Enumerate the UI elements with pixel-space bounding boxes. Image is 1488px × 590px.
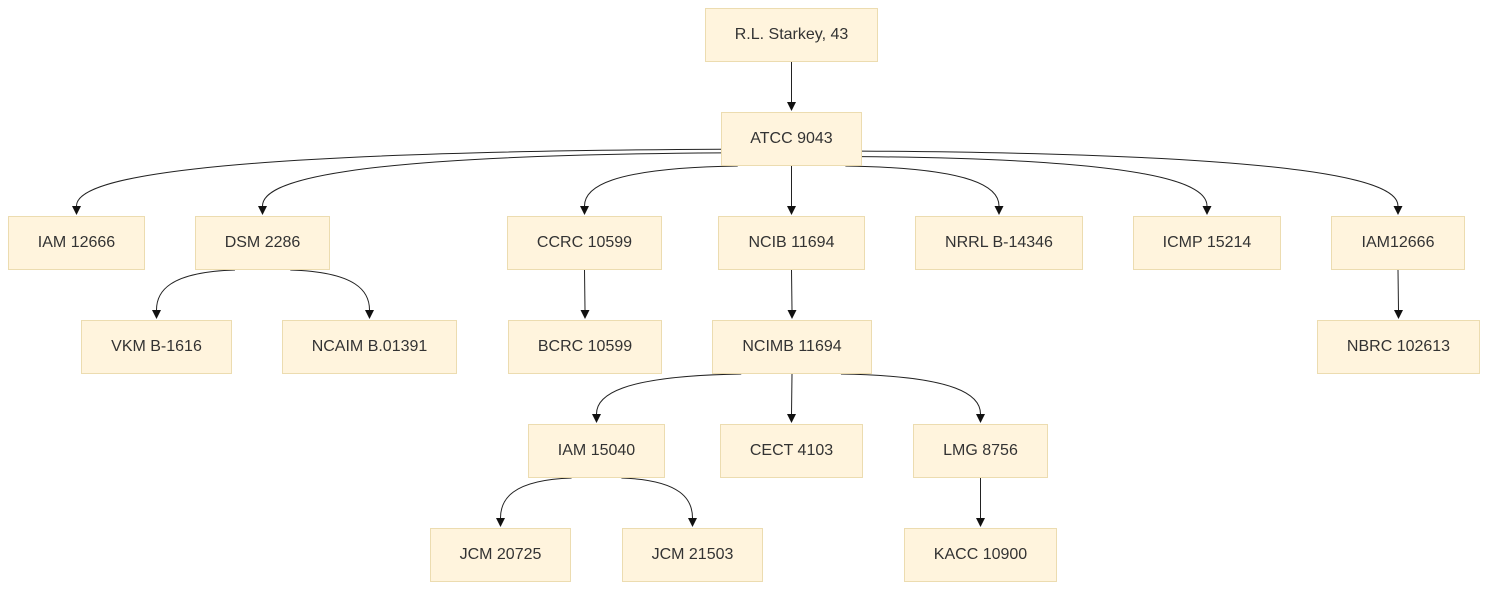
- node-kacc-10900: KACC 10900: [904, 528, 1057, 582]
- arrowhead-dsm: [258, 206, 267, 215]
- node-icmp-15214: ICMP 15214: [1133, 216, 1281, 270]
- arrowhead-lmg: [976, 414, 985, 423]
- node-jcm-21503: JCM 21503: [622, 528, 763, 582]
- edge-ncib-to-ncimb: [791, 269, 793, 311]
- arrowhead-jcm20725: [496, 518, 505, 527]
- node-ncimb-11694: NCIMB 11694: [712, 320, 872, 374]
- node-jcm-20725: JCM 20725: [430, 528, 571, 582]
- node-bcrc-10599: BCRC 10599: [508, 320, 662, 374]
- edge-ncimb-to-cect: [791, 373, 793, 415]
- edge-atcc-to-nrrl: [845, 165, 1000, 207]
- arrowhead-nrrl: [994, 206, 1004, 215]
- node-iam-15040: IAM 15040: [528, 424, 665, 478]
- edge-atcc-to-iam12666: [76, 148, 722, 207]
- node-ncaim-b-01391: NCAIM B.01391: [282, 320, 457, 374]
- node-iam12666: IAM12666: [1331, 216, 1465, 270]
- edge-ncimb-to-lmg: [840, 373, 981, 415]
- arrowhead-ccrc: [580, 206, 589, 215]
- arrowhead-atcc: [787, 102, 796, 111]
- edge-iam12666b-to-nbrc: [1397, 269, 1399, 311]
- edge-atcc-to-dsm: [262, 152, 722, 207]
- arrowhead-jcm21503: [688, 518, 697, 527]
- edge-atcc-to-icmp: [861, 156, 1208, 207]
- arrowhead-iam12666b: [1393, 206, 1403, 215]
- edge-ccrc-to-bcrc: [584, 269, 586, 311]
- edge-atcc-to-iam12666b: [861, 150, 1399, 207]
- node-lmg-8756: LMG 8756: [913, 424, 1048, 478]
- arrowhead-iam12666: [72, 206, 81, 215]
- arrowhead-ncimb: [787, 310, 797, 319]
- arrowhead-vkm: [152, 310, 161, 319]
- node-cect-4103: CECT 4103: [720, 424, 863, 478]
- arrowhead-iam15040: [592, 414, 601, 423]
- edge-dsm-to-vkm: [156, 269, 235, 311]
- edge-dsm-to-ncaim: [290, 269, 370, 311]
- arrowhead-kacc: [976, 518, 985, 527]
- node-dsm-2286: DSM 2286: [195, 216, 330, 270]
- node-vkm-b-1616: VKM B-1616: [81, 320, 232, 374]
- arrowhead-nbrc: [1394, 310, 1403, 319]
- node-iam-12666: IAM 12666: [8, 216, 145, 270]
- node-ncib-11694: NCIB 11694: [718, 216, 865, 270]
- edge-ncimb-to-iam15040: [596, 373, 742, 415]
- edge-atcc-to-ccrc: [584, 165, 738, 207]
- arrowhead-ncib: [787, 206, 796, 215]
- node-nbrc-102613: NBRC 102613: [1317, 320, 1480, 374]
- node-rl-starkey-43: R.L. Starkey, 43: [705, 8, 878, 62]
- arrowhead-cect: [787, 414, 796, 423]
- node-nrrl-b-14346: NRRL B-14346: [915, 216, 1083, 270]
- arrowhead-ncaim: [365, 310, 374, 319]
- edge-iam15040-to-jcm20725: [500, 477, 572, 519]
- node-ccrc-10599: CCRC 10599: [507, 216, 662, 270]
- arrowhead-icmp: [1202, 206, 1212, 215]
- node-atcc-9043: ATCC 9043: [721, 112, 862, 166]
- arrowhead-bcrc: [580, 310, 590, 319]
- edge-iam15040-to-jcm21503: [621, 477, 693, 519]
